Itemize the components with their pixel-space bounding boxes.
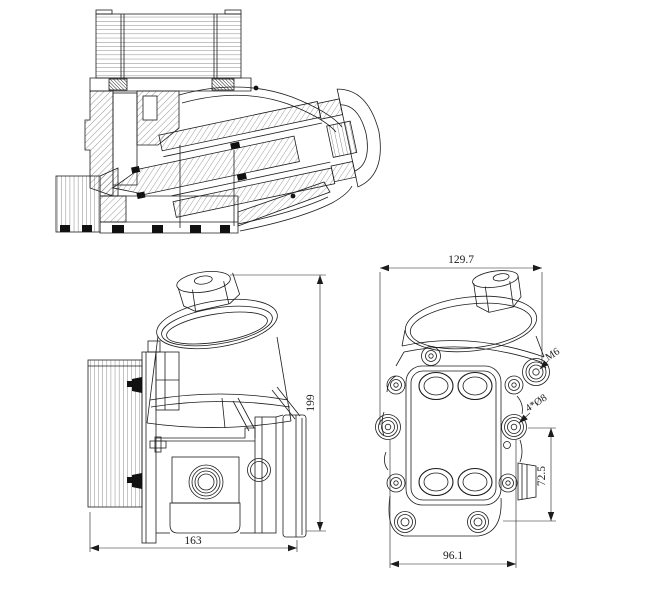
- housing-wall-top: [158, 101, 322, 152]
- mount-bolt: [132, 377, 142, 393]
- cap-hole: [492, 273, 510, 282]
- dim-front-bolt-height: [503, 427, 556, 522]
- front-bottom-skirt: [388, 495, 502, 537]
- o-ring: [230, 141, 241, 150]
- section-view: [55, 9, 381, 234]
- section-flange: [89, 77, 252, 92]
- bolt-hole: [393, 382, 399, 388]
- oil-port: [423, 376, 449, 396]
- dim-label-side-height: 199: [305, 394, 317, 412]
- side-hex-cap: [176, 271, 241, 312]
- side-view: 163 199: [87, 271, 326, 552]
- bolt-hole: [400, 517, 410, 527]
- dim-front-bolt-span: [389, 440, 517, 568]
- front-view: 129.7 96.1 72.5 M6 4*Ø8: [375, 254, 562, 568]
- dim-side-length: [89, 512, 298, 552]
- front-bolt-bosses: [375, 346, 550, 533]
- dim-side-height: [230, 274, 326, 532]
- side-bracket: [155, 351, 180, 411]
- side-mounting-plate: [141, 351, 157, 544]
- side-foot: [169, 502, 241, 534]
- side-port: [250, 461, 268, 479]
- bolt-hole: [511, 382, 517, 388]
- dim-label-front-width: 129.7: [448, 254, 474, 266]
- bolt-hole: [384, 423, 392, 431]
- section-filter-assembly: [111, 88, 381, 218]
- dim-front-width: [379, 264, 543, 425]
- dim-label-front-bolt-height: 72.5: [536, 466, 548, 486]
- bolt-hole: [505, 480, 511, 486]
- seal-block: [108, 78, 128, 91]
- o-ring: [136, 191, 146, 199]
- bolt-hole: [473, 517, 483, 527]
- o-ring: [236, 172, 247, 181]
- side-filter-cup: [146, 271, 292, 429]
- section-cooler-core: [95, 9, 242, 79]
- fitting: [149, 440, 167, 449]
- mount-bolt: [132, 473, 142, 489]
- side-lower-body: [156, 414, 307, 538]
- side-flange-block: [282, 414, 307, 538]
- o-ring: [131, 166, 141, 174]
- oil-port: [462, 376, 488, 396]
- bolt-hole: [393, 480, 399, 486]
- front-gasket-plate: [405, 365, 502, 506]
- dim-label-front-bolt-span: 96.1: [443, 550, 463, 562]
- front-oil-ports: [418, 371, 493, 497]
- section-base-flange: [99, 145, 331, 234]
- end-cap: [336, 88, 381, 188]
- oil-port: [462, 472, 488, 492]
- callout-label-holes: 4*Ø8: [524, 393, 550, 415]
- callout-label-thread: M6: [544, 346, 562, 363]
- seal-block: [211, 78, 235, 91]
- side-port-boss: [197, 473, 215, 491]
- front-filter-cup: [401, 270, 545, 363]
- m6-bolt-hole: [532, 368, 540, 376]
- m6-leader-line: [539, 360, 549, 370]
- front-side-port: [517, 462, 537, 501]
- holes-leader-line: [518, 412, 531, 424]
- oil-port: [423, 472, 449, 492]
- section-fin-block: [55, 167, 119, 233]
- dim-label-side-length: 163: [184, 535, 202, 547]
- cap-hole: [193, 275, 213, 285]
- bolt-hole: [510, 423, 518, 431]
